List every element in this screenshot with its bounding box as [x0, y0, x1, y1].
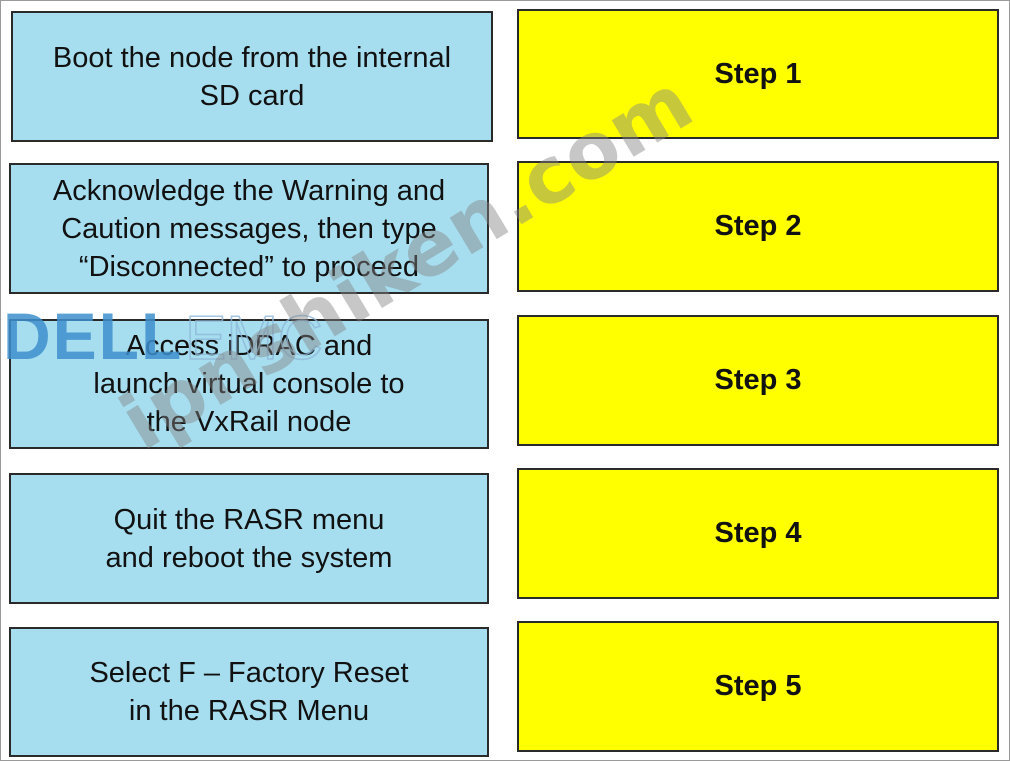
action-text-1: Boot the node from the internal SD card	[52, 41, 452, 112]
action-text-5: Select F – Factory Reset in the RASR Men…	[89, 657, 409, 727]
step-label-1: Step 1	[714, 57, 802, 90]
action-box-1[interactable]: Boot the node from the internal SD card	[11, 11, 493, 142]
step-box-5[interactable]: Step 5	[517, 621, 999, 752]
action-text-4: Quit the RASR menu and reboot the system	[105, 503, 393, 574]
action-box-2[interactable]: Acknowledge the Warning and Caution mess…	[9, 163, 489, 294]
step-box-4[interactable]: Step 4	[517, 468, 999, 599]
action-box-4[interactable]: Quit the RASR menu and reboot the system	[9, 473, 489, 604]
action-text-3: Access iDRAC and launch virtual console …	[93, 330, 405, 438]
step-box-2[interactable]: Step 2	[517, 161, 999, 292]
step-label-2: Step 2	[714, 210, 802, 242]
action-box-5[interactable]: Select F – Factory Reset in the RASR Men…	[9, 627, 489, 757]
step-label-4: Step 4	[714, 517, 802, 549]
step-box-1[interactable]: Step 1	[517, 9, 999, 139]
action-text-2: Acknowledge the Warning and Caution mess…	[52, 174, 446, 283]
step-label-5: Step 5	[714, 670, 802, 702]
action-box-3[interactable]: Access iDRAC and launch virtual console …	[9, 319, 489, 449]
step-label-3: Step 3	[714, 364, 802, 396]
step-box-3[interactable]: Step 3	[517, 315, 999, 446]
